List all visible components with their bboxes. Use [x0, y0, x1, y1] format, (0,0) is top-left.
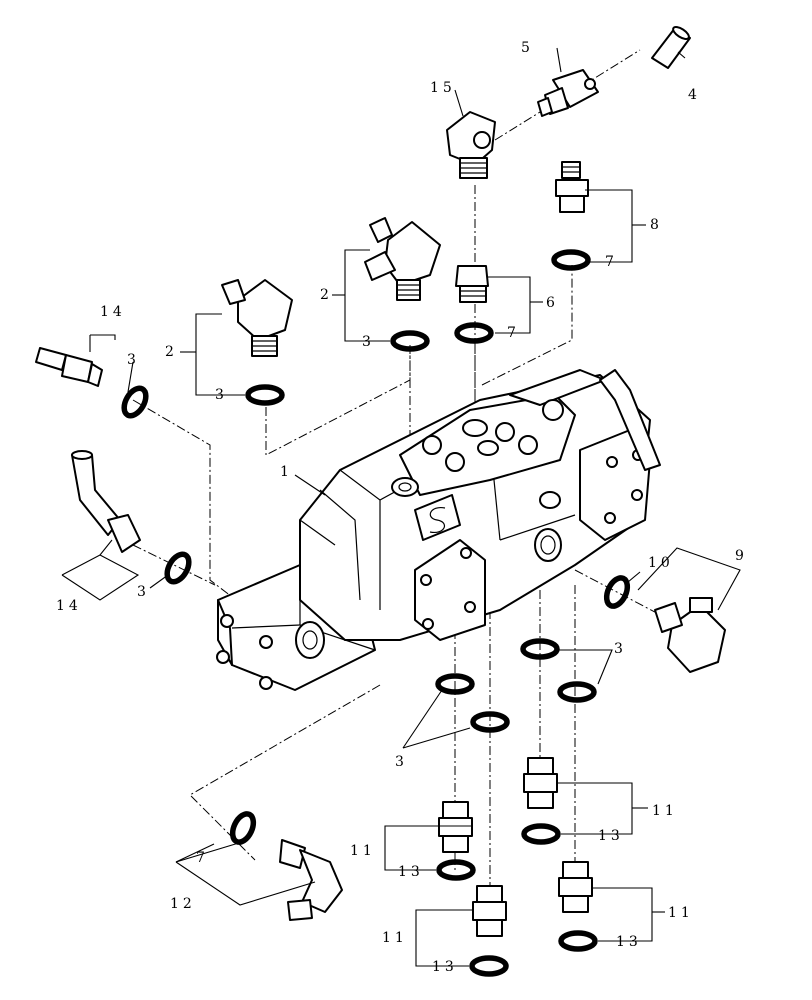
- tube-part-14-b: [71, 450, 141, 553]
- callout-labels: 1 2 2 3 3 3 3 3 3 4 5 6 7 7 7 8 9 10 11 …: [56, 40, 748, 975]
- callout-label-14: 14: [56, 598, 82, 614]
- connector-part-11-c: [472, 885, 507, 937]
- callout-label-1: 1: [280, 464, 293, 480]
- adapter-part-14-a: [35, 347, 103, 387]
- callout-label-2: 2: [320, 287, 333, 303]
- callout-label-8: 8: [650, 217, 663, 233]
- connector-part-11-b: [523, 757, 558, 809]
- callout-label-7: 7: [605, 254, 618, 270]
- elbow-part-9: [654, 597, 726, 673]
- main-pump-assembly: [216, 369, 661, 691]
- leader-lines: [61, 47, 741, 967]
- callout-label-13: 13: [598, 828, 624, 844]
- callout-label-9: 9: [735, 548, 748, 564]
- callout-label-3: 3: [127, 352, 140, 368]
- callout-label-7: 7: [507, 325, 520, 341]
- callout-label-13: 13: [616, 934, 642, 950]
- callout-label-11: 11: [382, 930, 408, 946]
- callout-label-5: 5: [521, 40, 534, 56]
- callout-label-3: 3: [362, 334, 375, 350]
- callout-label-13: 13: [432, 959, 458, 975]
- callout-label-12: 12: [170, 896, 196, 912]
- switch-part-5: [537, 69, 599, 117]
- callout-label-13: 13: [398, 864, 424, 880]
- callout-label-11: 11: [668, 905, 694, 921]
- callout-label-2: 2: [165, 344, 178, 360]
- callout-label-4: 4: [688, 87, 701, 103]
- callout-label-3: 3: [137, 584, 150, 600]
- fitting-part-6: [455, 265, 489, 303]
- callout-label-6: 6: [546, 295, 559, 311]
- center-lines: [132, 49, 671, 890]
- callout-label-3: 3: [395, 754, 408, 770]
- callout-label-11: 11: [350, 843, 376, 859]
- elbow-part-12: [279, 839, 343, 921]
- elbow-part-2-a: [364, 217, 441, 301]
- connector-part-11-d: [558, 861, 593, 913]
- callout-label-11: 11: [652, 803, 678, 819]
- callout-label-3: 3: [614, 641, 627, 657]
- callout-label-10: 10: [648, 555, 674, 571]
- callout-label-14: 14: [100, 304, 126, 320]
- callout-label-15: 15: [430, 80, 456, 96]
- o-rings: [121, 249, 631, 977]
- callout-label-3: 3: [215, 387, 228, 403]
- callout-label-7: 7: [196, 850, 209, 866]
- cap-part-4: [651, 26, 691, 69]
- elbow-part-2-b: [221, 279, 293, 357]
- elbow-part-15: [446, 111, 496, 179]
- connector-part-8: [555, 161, 589, 213]
- connector-part-11-a: [438, 801, 473, 853]
